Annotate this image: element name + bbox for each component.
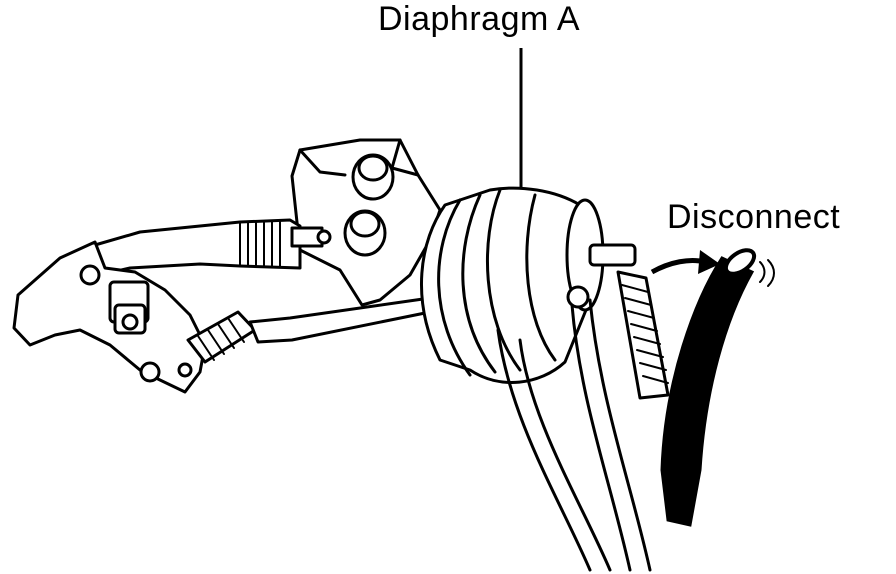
motion-marks bbox=[759, 259, 775, 287]
pull-rod bbox=[186, 296, 432, 364]
throttle-linkage bbox=[12, 240, 207, 394]
label-disconnect: Disconnect bbox=[667, 198, 841, 236]
vacuum-hose-icon bbox=[660, 248, 757, 527]
link-rod bbox=[93, 218, 332, 277]
label-diaphragm-a: Diaphragm A bbox=[378, 0, 581, 38]
coiled-hose bbox=[616, 270, 670, 400]
vacuum-lines bbox=[496, 298, 652, 572]
mounting-bracket bbox=[290, 138, 442, 307]
arrow-icon bbox=[650, 250, 720, 275]
diaphragm-a bbox=[420, 186, 637, 384]
